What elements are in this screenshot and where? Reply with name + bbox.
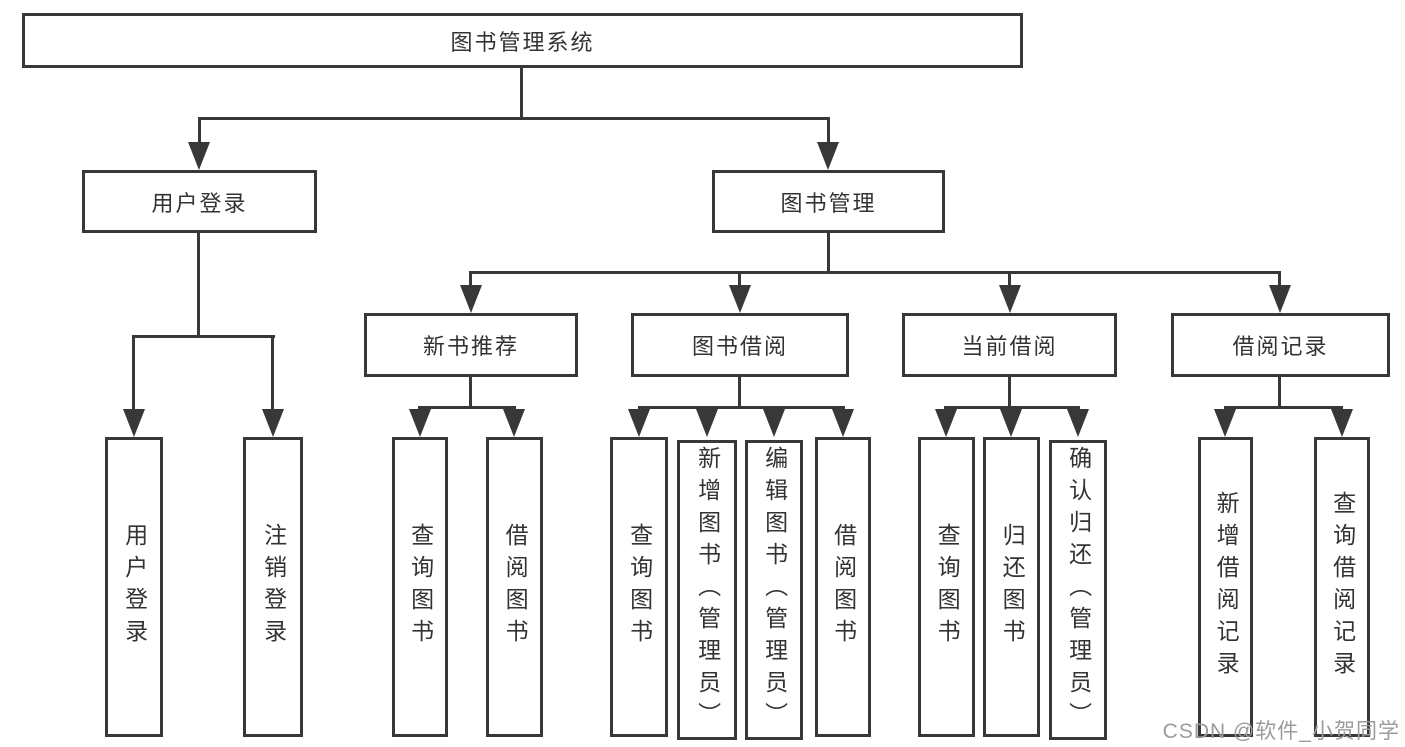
connector-new-book-bar bbox=[418, 406, 516, 409]
arrowhead-down-icon bbox=[1331, 409, 1353, 437]
node-label: 查询图书 bbox=[407, 523, 434, 651]
connector-book-borrow-bar bbox=[638, 406, 845, 409]
leaf-add-borrow-record: 新增借阅记录 bbox=[1198, 437, 1253, 737]
node-book-borrowing: 图书借阅 bbox=[631, 313, 849, 377]
leaf-query-books-current: 查询图书 bbox=[918, 437, 975, 737]
connector-root-bar bbox=[198, 117, 830, 120]
connector-current-borrow-stem bbox=[1008, 377, 1011, 408]
node-label: 借阅图书 bbox=[502, 523, 529, 651]
connector-book-mgmt-branch bbox=[469, 271, 472, 287]
arrowhead-down-icon bbox=[696, 409, 718, 437]
node-label: 编辑图书（管理员） bbox=[761, 446, 788, 734]
arrowhead-down-icon bbox=[123, 409, 145, 437]
node-library-system: 图书管理系统 bbox=[22, 13, 1023, 68]
connector-book-mgmt-branch bbox=[738, 271, 741, 287]
leaf-logout: 注销登录 bbox=[243, 437, 303, 737]
arrowhead-down-icon bbox=[817, 142, 839, 170]
arrowhead-down-icon bbox=[1269, 285, 1291, 313]
connector-current-borrow-bar bbox=[944, 406, 1080, 409]
arrowhead-down-icon bbox=[729, 285, 751, 313]
leaf-borrow-books-recommend: 借阅图书 bbox=[486, 437, 543, 737]
arrowhead-down-icon bbox=[188, 142, 210, 170]
node-label: 新增借阅记录 bbox=[1213, 491, 1240, 683]
leaf-borrow-books-borrowing: 借阅图书 bbox=[815, 437, 871, 737]
csdn-watermark: CSDN @软件_小贺同学 bbox=[1162, 720, 1400, 743]
arrowhead-down-icon bbox=[1067, 409, 1089, 437]
node-label: 当前借阅 bbox=[961, 334, 1058, 359]
node-label: 查询借阅记录 bbox=[1329, 491, 1356, 683]
leaf-return-books: 归还图书 bbox=[983, 437, 1040, 737]
node-label: 用户登录 bbox=[121, 523, 148, 651]
node-label: 借阅图书 bbox=[830, 523, 857, 651]
arrowhead-down-icon bbox=[262, 409, 284, 437]
leaf-add-books-admin: 新增图书（管理员） bbox=[677, 440, 737, 740]
connector-borrow-records-stem bbox=[1278, 377, 1281, 408]
arrowhead-down-icon bbox=[409, 409, 431, 437]
connector-user-login-branch bbox=[271, 335, 274, 410]
node-label: 注销登录 bbox=[260, 523, 287, 651]
connector-root-branch-left bbox=[198, 117, 201, 144]
leaf-query-books-recommend: 查询图书 bbox=[392, 437, 448, 737]
connector-root-branch-right bbox=[827, 117, 830, 144]
node-label: 查询图书 bbox=[934, 523, 961, 651]
connector-book-mgmt-branch bbox=[1008, 271, 1011, 287]
arrowhead-down-icon bbox=[628, 409, 650, 437]
node-user-login: 用户登录 bbox=[82, 170, 317, 233]
leaf-user-login: 用户登录 bbox=[105, 437, 163, 737]
arrowhead-down-icon bbox=[1000, 409, 1022, 437]
node-label: 图书管理系统 bbox=[450, 29, 595, 55]
node-label: 确认归还（管理员） bbox=[1065, 446, 1092, 734]
connector-borrow-records-bar bbox=[1224, 406, 1343, 409]
arrowhead-down-icon bbox=[503, 409, 525, 437]
node-new-book-recommend: 新书推荐 bbox=[364, 313, 578, 377]
node-label: 借阅记录 bbox=[1232, 334, 1329, 359]
arrowhead-down-icon bbox=[935, 409, 957, 437]
node-book-management: 图书管理 bbox=[712, 170, 945, 233]
node-label: 图书管理 bbox=[780, 190, 877, 216]
connector-book-mgmt-stem bbox=[827, 233, 830, 274]
node-label: 归还图书 bbox=[999, 523, 1026, 651]
connector-root-stem bbox=[520, 68, 523, 118]
node-label: 图书借阅 bbox=[691, 334, 788, 359]
connector-new-book-stem bbox=[469, 377, 472, 408]
leaf-confirm-return-admin: 确认归还（管理员） bbox=[1049, 440, 1107, 740]
node-current-borrowing: 当前借阅 bbox=[902, 313, 1117, 377]
leaf-query-borrow-record: 查询借阅记录 bbox=[1314, 437, 1370, 737]
connector-user-login-bar bbox=[132, 335, 275, 338]
connector-book-mgmt-branch bbox=[1278, 271, 1281, 287]
leaf-edit-books-admin: 编辑图书（管理员） bbox=[745, 440, 803, 740]
connector-user-login-stem bbox=[197, 233, 200, 337]
connector-book-mgmt-bar bbox=[469, 271, 1281, 274]
connector-book-borrow-stem bbox=[738, 377, 741, 408]
arrowhead-down-icon bbox=[460, 285, 482, 313]
connector-user-login-branch bbox=[132, 335, 135, 410]
node-label: 查询图书 bbox=[626, 523, 653, 651]
node-label: 新书推荐 bbox=[422, 334, 519, 359]
arrowhead-down-icon bbox=[999, 285, 1021, 313]
leaf-query-books-borrowing: 查询图书 bbox=[610, 437, 668, 737]
node-label: 用户登录 bbox=[151, 190, 248, 216]
node-borrowing-records: 借阅记录 bbox=[1171, 313, 1390, 377]
arrowhead-down-icon bbox=[832, 409, 854, 437]
arrowhead-down-icon bbox=[763, 409, 785, 437]
arrowhead-down-icon bbox=[1214, 409, 1236, 437]
node-label: 新增图书（管理员） bbox=[694, 446, 721, 734]
